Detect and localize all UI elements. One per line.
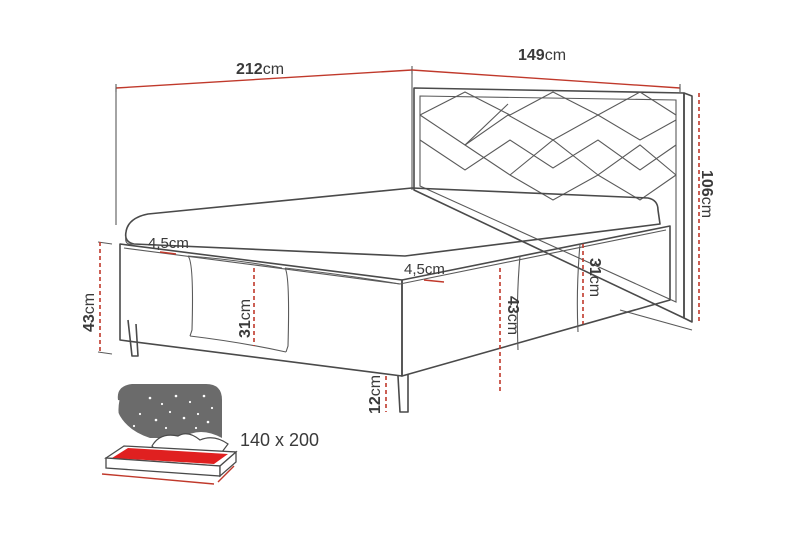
red-mattress-icon [112, 448, 228, 464]
mattress-inset-left-label: 4,5cm [148, 235, 189, 252]
pillow-icon [151, 433, 229, 453]
stars-icon [132, 394, 214, 430]
mattress-size-label: 140 x 200 [240, 430, 319, 450]
side-drawer-height-label: 31cm [586, 258, 603, 297]
right-height-label: 43cm [504, 296, 521, 335]
wall-guides [115, 70, 693, 331]
mattress-inset-right-label: 4,5cm [404, 261, 445, 278]
leg-height-label: 12cm [367, 375, 384, 414]
left-height-label: 43cm [81, 293, 98, 332]
headboard [413, 87, 693, 323]
width-label: 149cm [518, 47, 566, 64]
left-height-line [97, 241, 113, 355]
length-label: 212cm [236, 61, 284, 78]
bed-base [119, 225, 671, 377]
storage-mattress-icon [101, 384, 238, 485]
width-dimension-line [411, 69, 681, 92]
headboard-height-label: 106cm [698, 170, 715, 218]
mattress-inset-markers [159, 251, 445, 283]
front-drawer-height-label: 31cm [237, 299, 254, 338]
bed-legs [127, 319, 409, 413]
mattress [124, 187, 661, 257]
